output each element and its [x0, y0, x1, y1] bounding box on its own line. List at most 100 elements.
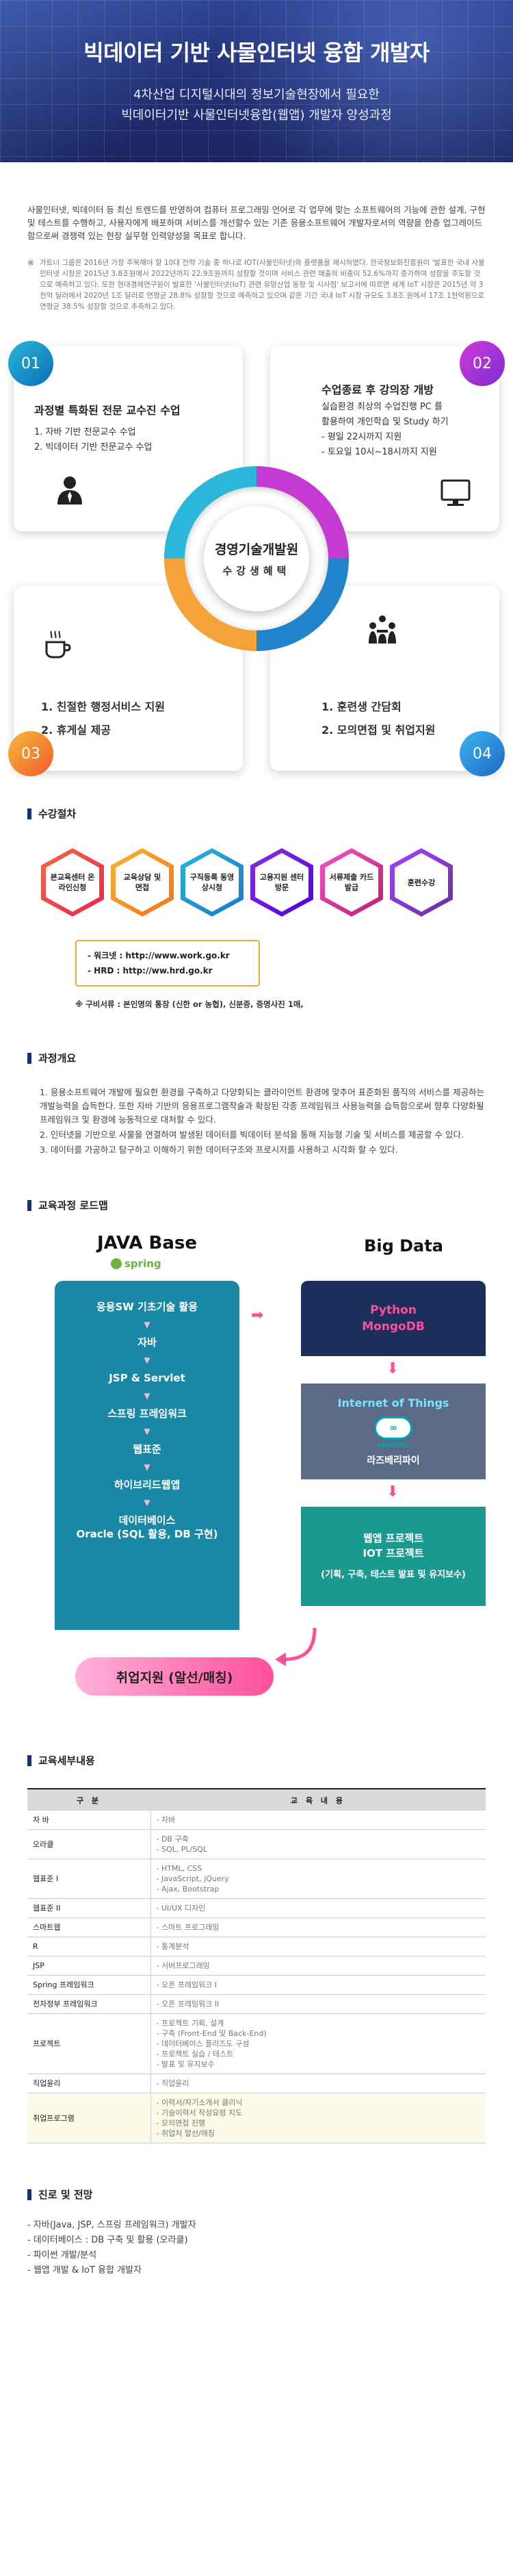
career-item: - 데이터베이스 : DB 구축 및 활용 (오라클) — [27, 2235, 188, 2245]
banner-grid-decoration — [0, 0, 513, 162]
java-track-item: 스프링 프레임워크 — [107, 1407, 187, 1420]
content-line: - UI/UX 디자인 — [156, 1904, 206, 1913]
chevron-down-icon: ▼ — [144, 1391, 150, 1401]
benefit-item: 2. 휴게실 제공 — [41, 724, 111, 737]
monitor-icon — [440, 479, 471, 506]
roadmap-section: 교육과정 로드맵 JAVA Base spring 응용SW 기초기술 활용 ▼… — [0, 1198, 513, 1712]
table-cell-subject: 웹표준 I — [27, 1859, 150, 1899]
content-line: - DB 구축 — [156, 1835, 189, 1844]
benefit-item: 1. 훈련생 간담회 — [321, 700, 402, 713]
links-box: - 워크넷 : http://www.work.go.kr - HRD : ht… — [75, 940, 260, 986]
content-line: - 오픈 프레임워크 II — [156, 2000, 220, 2008]
teacher-icon — [57, 476, 82, 505]
mongodb-label: MongoDB — [362, 1320, 425, 1334]
table-cell-content: - 직업윤리 — [150, 2074, 486, 2093]
project-box: 웹앱 프로젝트 IOT 프로젝트 (기획, 구축, 테스트 발표 및 유지보수) — [301, 1507, 486, 1606]
table-cell-content: - 오픈 프레임워크 II — [150, 1994, 486, 2014]
section-bar — [27, 1052, 31, 1064]
table-cell-content: - UI/UX 디자인 — [150, 1898, 486, 1918]
table-cell-content: - 이력서/자기소개서 클리닉- 기술이력서 작성요령 지도- 모의면접 진행-… — [150, 2093, 486, 2143]
process-step-label: 고용지원 센터 방문 — [255, 853, 308, 912]
benefit-item: 2. 모의면접 및 취업지원 — [321, 724, 436, 737]
section-title: 교육과정 로드맵 — [27, 1198, 486, 1212]
benefit-title-1: 과정별 특화된 전문 교수진 수업 — [34, 404, 181, 417]
java-track: 응용SW 기초기술 활용 ▼ 자바 ▼ JSP & Servlet ▼ 스프링 … — [55, 1281, 239, 1630]
hrd-link[interactable]: - HRD : http://ww.hrd.go.kr — [88, 966, 213, 975]
iot-title: Internet of Things — [337, 1396, 449, 1410]
table-header-row: 구 분 교 육 내 용 — [27, 1788, 486, 1811]
arrow-right-icon: ➡ — [251, 1307, 264, 1324]
arduino-label: ARDUINO — [377, 1442, 410, 1449]
section-bar — [27, 1199, 31, 1211]
content-line: - 자바 — [156, 1815, 176, 1824]
chevron-down-icon: ▼ — [144, 1320, 150, 1329]
process-step-3: 구직등록 동영상시청 — [181, 848, 244, 917]
table-cell-subject: 웹표준 II — [27, 1898, 150, 1918]
hero-banner: 빅데이터 기반 사물인터넷 융합 개발자 4차산업 디지털시대의 정보기술현장에… — [0, 0, 513, 162]
career-list: - 자바(Java, JSP, 스프링 프레임워크) 개발자 - 데이터베이스 … — [27, 2218, 486, 2278]
table-row: JSP- 서버프로그래밍 — [27, 1956, 486, 1976]
overview-title: 과정개요 — [38, 1052, 77, 1064]
benefit-list-1: 1. 자바 기반 전문교수 수업 2. 빅데이터 기반 전문교수 수업 — [34, 425, 152, 455]
project-iot: IOT 프로젝트 — [363, 1546, 424, 1559]
overview-list: 1. 응용소프트웨어 개발에 필요한 환경을 구축하고 다양화되는 클라이언트 … — [27, 1086, 486, 1157]
banner-title: 빅데이터 기반 사물인터넷 융합 개발자 — [83, 40, 430, 66]
table-cell-content: - 자바 — [150, 1811, 486, 1830]
content-line: - 기술이력서 작성요령 지도 — [156, 2108, 243, 2117]
table-row: 자 바 - 자바 — [27, 1811, 486, 1830]
content-line: - 프로젝트 실습 / 테스트 — [156, 2050, 234, 2058]
table-row: 웹표준 I- HTML, CSS- JavaScript, jQuery- Aj… — [27, 1859, 486, 1899]
table-cell-subject: 직업윤리 — [27, 2074, 150, 2093]
benefits-diagram: 01 과정별 특화된 전문 교수진 수업 1. 자바 기반 전문교수 수업 2.… — [8, 341, 505, 776]
worknet-link[interactable]: - 워크넷 : http://www.work.go.kr — [88, 951, 230, 960]
chevron-down-icon: ▼ — [144, 1355, 150, 1365]
benefit-title-2: 수업종료 후 강의장 개방 — [321, 383, 434, 396]
career-item: - 파이썬 개발/분석 — [27, 2250, 97, 2260]
benefit-item: 활용하여 개인학습 및 Study 하기 — [321, 417, 449, 427]
project-webapp: 웹앱 프로젝트 — [363, 1531, 424, 1544]
roadmap-title: 교육과정 로드맵 — [38, 1199, 108, 1212]
roadmap-diagram: JAVA Base spring 응용SW 기초기술 활용 ▼ 자바 ▼ JSP… — [27, 1233, 486, 1712]
table-row: 직업윤리 - 직업윤리 — [27, 2074, 486, 2093]
hub-title: 경영기술개발원 — [214, 542, 299, 557]
table-header-subject: 구 분 — [27, 1788, 150, 1811]
raspberry-label: 라즈베리파이 — [367, 1455, 420, 1466]
spring-label: spring — [124, 1258, 161, 1270]
content-line: - HTML, CSS — [156, 1864, 202, 1873]
benefit-item: - 평일 22시까지 지원 — [321, 432, 402, 442]
process-step-label: 구직등록 동영상시청 — [185, 853, 239, 912]
table-cell-content: - 프로젝트 기획, 설계- 구축 (Front-End 및 Back-End)… — [150, 2013, 486, 2074]
table-row: 스마트웹- 스마트 프로그래밍 — [27, 1917, 486, 1937]
content-line: - 데이터베이스 플리즈도 구성 — [156, 2039, 250, 2048]
arduino-icon: ∞ — [374, 1416, 412, 1440]
benefit-card-2: 02 수업종료 후 강의장 개방 실습환경 최상의 수업진행 PC 를 활용하여… — [270, 341, 505, 531]
content-line: - 구축 (Front-End 및 Back-End) — [156, 2029, 267, 2038]
arrow-curve-icon — [275, 1627, 317, 1666]
benefit-item: 2. 빅데이터 기반 전문교수 수업 — [34, 442, 153, 452]
chevron-down-icon: ▼ — [144, 1462, 150, 1472]
table-cell-subject: Spring 프레임워크 — [27, 1975, 150, 1995]
java-track-item: 데이터베이스 Oracle (SQL 활용, DB 구현) — [76, 1514, 218, 1540]
table-cell-subject: JSP — [27, 1956, 150, 1976]
overview-item: 2. 인터넷을 기반으로 사물을 연결하여 발생된 데이터를 빅데이터 분석을 … — [40, 1130, 464, 1140]
table-cell-content: - 서버프로그래밍 — [150, 1956, 486, 1976]
benefit-item: 실습환경 최상의 수업진행 PC 를 — [321, 402, 443, 412]
intro-note-text: 가트너 그룹은 2016년 가장 주목해야 할 10대 전략 기술 중 하나로 … — [40, 259, 485, 311]
chevron-down-icon: ▼ — [144, 1498, 150, 1507]
benefit-number-1: 01 — [8, 341, 53, 386]
process-step-label: 교육상담 및 면접 — [116, 853, 169, 912]
project-desc: (기획, 구축, 테스트 발표 및 유지보수) — [321, 1569, 466, 1580]
benefit-list-4: 1. 훈련생 간담회 2. 모의면접 및 취업지원 — [321, 696, 435, 742]
career-section: 진로 및 전망 - 자바(Java, JSP, 스프링 프레임워크) 개발자 -… — [0, 2187, 513, 2306]
process-steps: 본교육센터 온라인신청 교육상담 및 면접 구직등록 동영상시청 고용지원 센터… — [27, 848, 486, 917]
process-step-label: 본교육센터 온라인신청 — [46, 853, 99, 912]
content-line: - 직업윤리 — [156, 2079, 189, 2088]
table-cell-subject: 자 바 — [27, 1811, 150, 1830]
spring-leaf-icon — [111, 1258, 122, 1269]
benefits-hub: 경영기술개발원 수강생혜택 — [164, 466, 349, 651]
section-title: 진로 및 전망 — [27, 2187, 486, 2202]
overview-item: 3. 데이터를 가공하고 탐구하고 이해하기 위한 데이터구조와 프로시저를 사… — [40, 1145, 398, 1155]
